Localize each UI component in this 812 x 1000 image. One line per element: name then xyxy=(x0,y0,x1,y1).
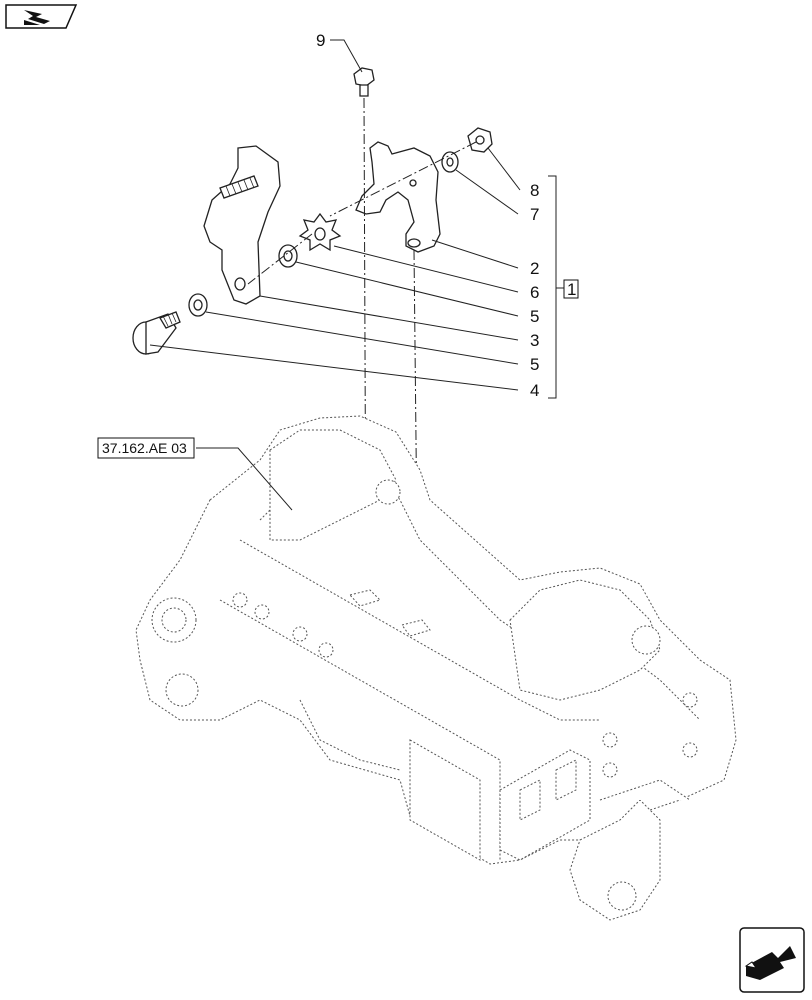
reference-label: 37.162.AE 03 xyxy=(102,440,187,456)
kit-label: 1 xyxy=(567,280,576,299)
callout-5b: 5 xyxy=(530,355,539,374)
part-8-nut xyxy=(467,127,493,153)
part-7-washer xyxy=(441,151,459,173)
callout-5a: 5 xyxy=(530,307,539,326)
callout-9: 9 xyxy=(316,31,325,50)
callout-6: 6 xyxy=(530,283,539,302)
part-6-star-washer xyxy=(298,212,342,252)
callout-2: 2 xyxy=(530,259,539,278)
callout-7: 7 xyxy=(530,205,539,224)
front-axle-support-assembly xyxy=(135,415,737,921)
part-4-screw xyxy=(132,311,181,355)
part-9-bolt xyxy=(353,67,375,97)
callout-4: 4 xyxy=(530,381,539,400)
part-2-bracket xyxy=(355,141,441,253)
next-page-arrow-icon[interactable] xyxy=(739,927,805,993)
part-3-plate xyxy=(203,145,281,305)
part-5-washer-upper xyxy=(278,244,298,268)
part-5-washer-lower xyxy=(188,293,208,317)
kit-bracket xyxy=(548,175,557,399)
previous-page-arrow-icon[interactable] xyxy=(5,4,78,29)
callout-3: 3 xyxy=(530,331,539,350)
callout-8: 8 xyxy=(530,181,539,200)
reference-label-box[interactable]: 37.162.AE 03 xyxy=(97,437,195,459)
kit-label-box[interactable]: 1 xyxy=(563,279,579,299)
